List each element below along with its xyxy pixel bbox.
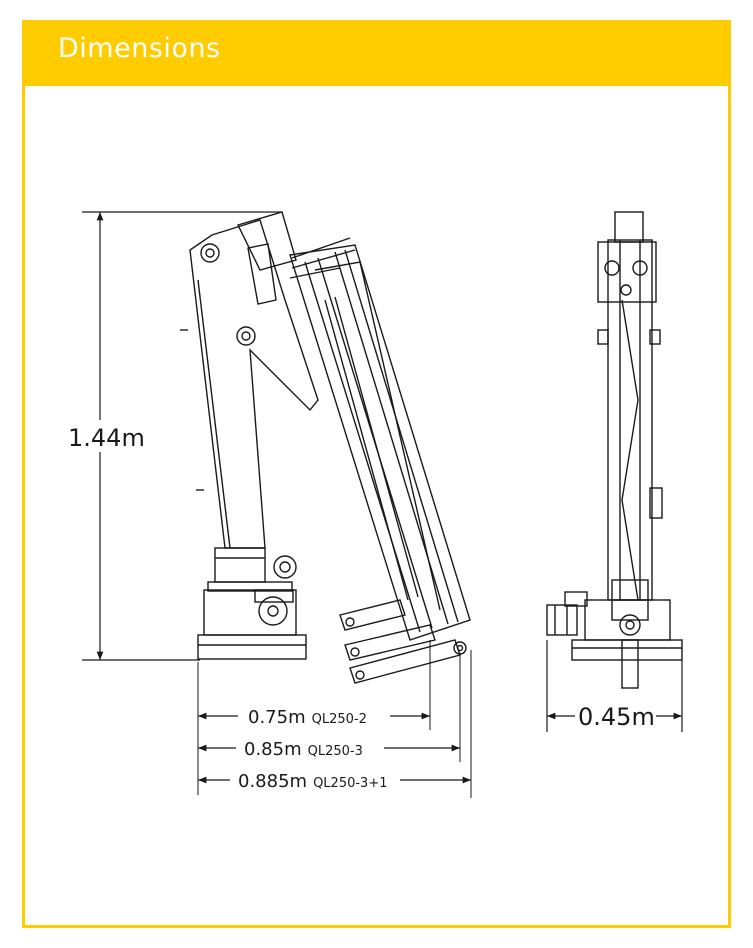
reach-extension-lines: [197, 640, 472, 798]
side-view-crane: [180, 211, 471, 684]
content-frame: [22, 20, 731, 928]
height-dimension-line: [82, 211, 282, 661]
header-bar: [22, 20, 731, 86]
front-view-crane: [546, 211, 683, 689]
width-dimension-line: [546, 640, 683, 732]
height-label: 1.44m: [68, 424, 145, 452]
page-title: Dimensions: [58, 33, 221, 64]
width-label: 0.45m: [578, 703, 655, 731]
